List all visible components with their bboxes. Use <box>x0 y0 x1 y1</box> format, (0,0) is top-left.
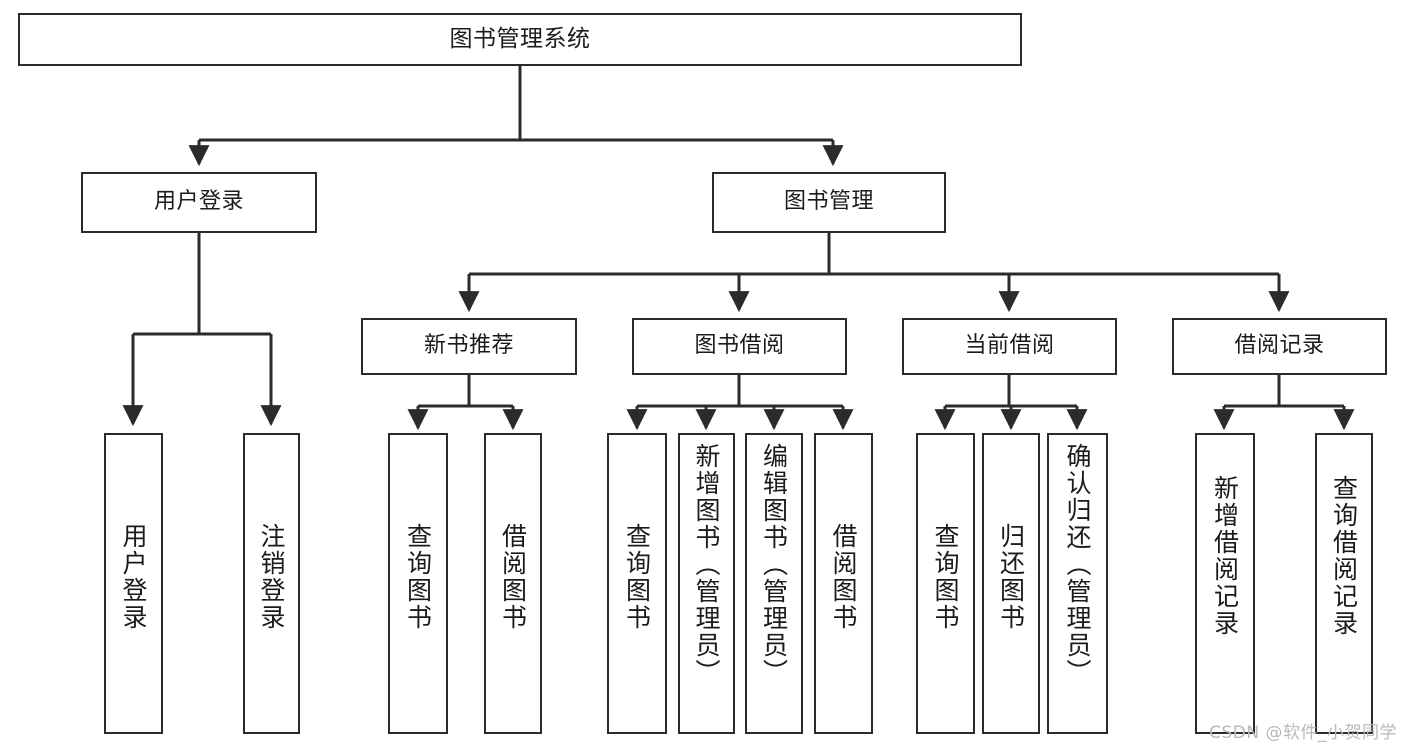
node-book-management[interactable]: 图书管理 <box>712 172 946 233</box>
leaf-query-borrow-record[interactable]: 查询借阅记录 <box>1315 433 1373 734</box>
node-current-borrow[interactable]: 当前借阅 <box>902 318 1117 375</box>
node-borrow-records[interactable]: 借阅记录 <box>1172 318 1387 375</box>
node-book-borrow[interactable]: 图书借阅 <box>632 318 847 375</box>
leaf-edit-book-admin[interactable]: 编辑图书（管理员） <box>745 433 803 734</box>
node-label: 借阅记录 <box>1234 333 1325 359</box>
node-label: 注销登录 <box>257 523 286 631</box>
leaf-logout[interactable]: 注销登录 <box>243 433 300 734</box>
node-label: 查询图书 <box>403 523 433 631</box>
node-label: 用户登录 <box>119 523 148 631</box>
node-label: 查询图书 <box>931 523 960 631</box>
node-label: 新增借阅记录 <box>1210 475 1240 637</box>
node-label: 新增图书（管理员） <box>692 443 721 686</box>
node-label: 借阅图书 <box>829 523 858 631</box>
node-label: 图书管理系统 <box>449 25 591 52</box>
node-label: 查询借阅记录 <box>1329 475 1359 637</box>
leaf-user-login[interactable]: 用户登录 <box>104 433 163 734</box>
leaf-query-book[interactable]: 查询图书 <box>607 433 667 734</box>
node-label: 新书推荐 <box>423 333 514 359</box>
node-root-system[interactable]: 图书管理系统 <box>18 13 1022 66</box>
node-label: 借阅图书 <box>498 523 528 631</box>
leaf-borrow-book-recommend[interactable]: 借阅图书 <box>484 433 542 734</box>
leaf-return-book[interactable]: 归还图书 <box>982 433 1040 734</box>
node-label: 当前借阅 <box>964 333 1055 359</box>
node-label: 图书管理 <box>783 189 874 215</box>
leaf-borrow-book[interactable]: 借阅图书 <box>814 433 873 734</box>
leaf-add-book-admin[interactable]: 新增图书（管理员） <box>678 433 735 734</box>
node-label: 查询图书 <box>622 523 652 631</box>
leaf-query-book-recommend[interactable]: 查询图书 <box>388 433 448 734</box>
node-label: 图书借阅 <box>694 333 785 359</box>
watermark-text: CSDN @软件_小贺同学 <box>1209 723 1397 743</box>
node-label: 编辑图书（管理员） <box>759 443 789 686</box>
node-new-book-recommend[interactable]: 新书推荐 <box>361 318 577 375</box>
node-label: 归还图书 <box>996 523 1026 631</box>
node-label: 确认归还（管理员） <box>1063 443 1092 686</box>
node-user-login[interactable]: 用户登录 <box>81 172 317 233</box>
leaf-add-borrow-record[interactable]: 新增借阅记录 <box>1195 433 1255 734</box>
node-label: 用户登录 <box>153 189 244 215</box>
leaf-confirm-return-admin[interactable]: 确认归还（管理员） <box>1047 433 1108 734</box>
leaf-query-book-current[interactable]: 查询图书 <box>916 433 975 734</box>
